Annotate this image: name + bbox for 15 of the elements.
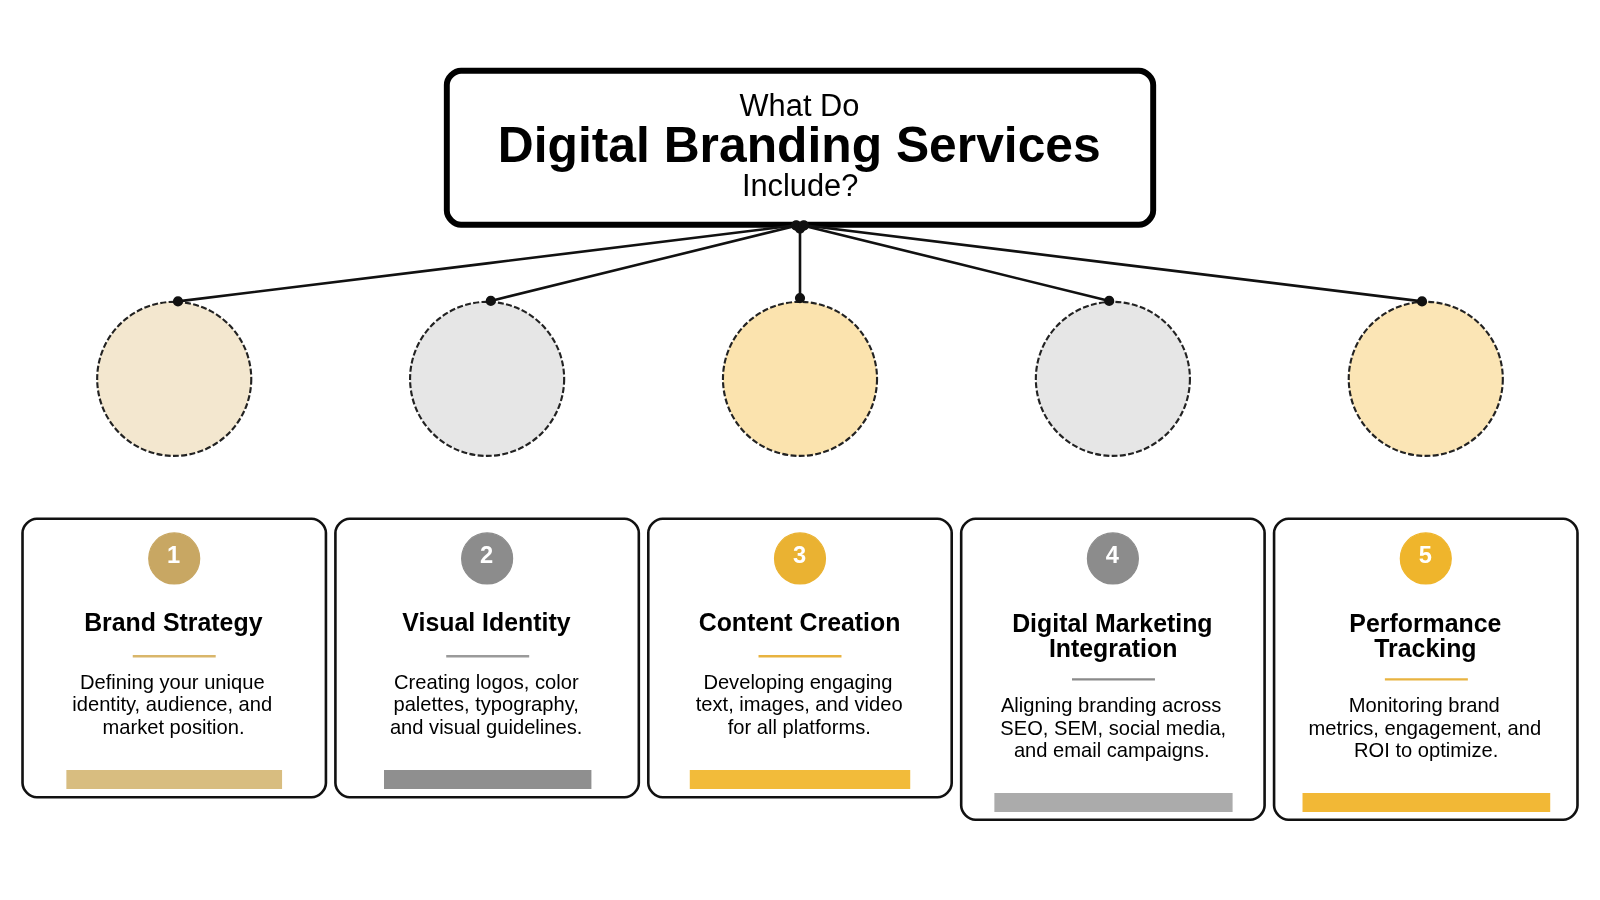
- node-circle: [96, 300, 253, 457]
- node-circle: 2: [461, 532, 514, 585]
- connector: [172, 220, 802, 307]
- connector: [798, 220, 1115, 307]
- connector: [798, 220, 1428, 307]
- node-circle: 5: [1399, 532, 1452, 585]
- node-circle: [1347, 300, 1504, 457]
- node-circle: 1: [148, 532, 201, 585]
- node-circle: [1034, 300, 1191, 457]
- node-box: What Do Digital Branding Services Include?: [443, 67, 1157, 228]
- connector: [485, 220, 802, 307]
- node-circle: [721, 300, 879, 457]
- node-circle: 4: [1086, 532, 1139, 585]
- node-circle: [409, 300, 566, 457]
- node-circle: 3: [773, 532, 827, 585]
